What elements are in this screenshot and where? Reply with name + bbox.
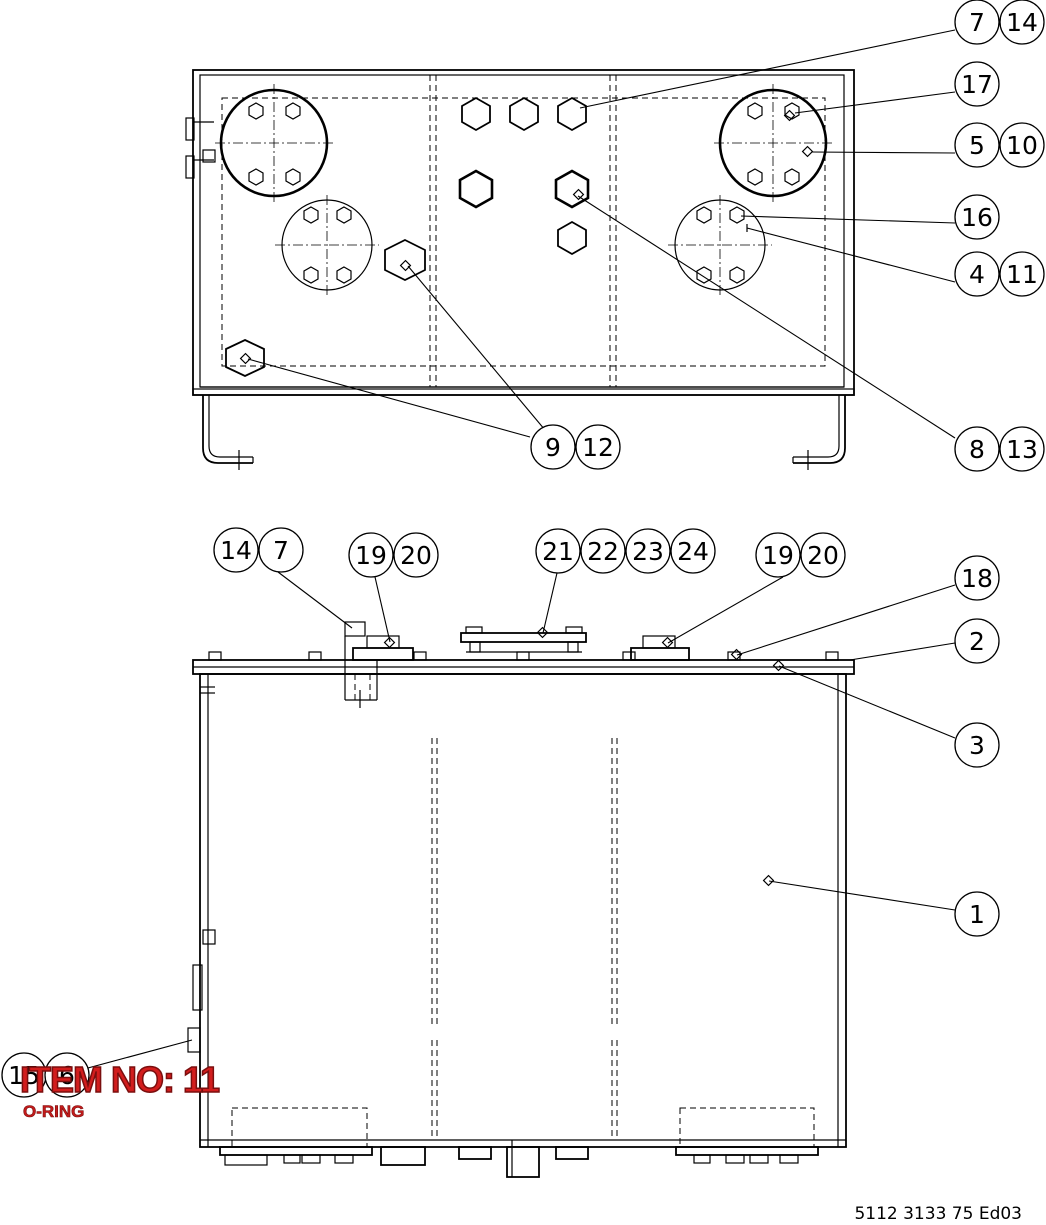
balloon-18: 18 [954,555,1000,601]
balloon-8-13: 8 13 [954,426,1045,472]
item-highlight: ITEM NO: 11 O-RING [19,1059,221,1122]
balloon-label: 9 [545,433,561,462]
balloon-label: 7 [969,8,985,37]
balloon-5-10: 5 10 [954,122,1045,168]
item-number-title: ITEM NO: 11 [19,1059,221,1101]
balloon-2: 2 [954,618,1000,664]
balloon-label: 4 [969,260,985,289]
balloon-label: 2 [969,627,985,656]
balloon-label: 16 [961,203,993,232]
balloon-label: 15 [8,1061,40,1090]
document-number: 5112 3133 75 Ed03 [854,1204,1022,1224]
balloon-label: 13 [1006,435,1038,464]
balloon-label: 24 [677,537,709,566]
balloon-1: 1 [954,891,1000,937]
balloon-label: 14 [220,536,252,565]
side-view [61,571,956,1178]
balloon-label: 8 [969,435,985,464]
balloon-label: 7 [273,536,289,565]
balloon-label: 11 [1006,260,1038,289]
top-view [185,29,956,470]
balloon-label: 17 [961,70,993,99]
balloon-17: 17 [954,61,1000,107]
balloon-label: 21 [542,537,574,566]
balloon-16: 16 [954,194,1000,240]
balloon-3: 3 [954,722,1000,768]
balloon-7-14: 7 14 [954,0,1045,45]
balloon-label: 19 [762,541,794,570]
balloon-label: 20 [400,541,432,570]
balloon-19-20-right: 19 20 [755,532,846,578]
item-description: O-RING [23,1102,85,1122]
balloon-14-7: 14 7 [213,527,304,573]
balloon-label: 23 [632,537,664,566]
balloon-label: 20 [807,541,839,570]
balloon-15-6: 15 6 [1,1052,90,1098]
balloon-9-12: 9 12 [530,424,621,470]
balloon-19-20-left: 19 20 [348,532,439,578]
balloon-4-11: 4 11 [954,251,1045,297]
balloon-label: 1 [969,900,985,929]
balloon-label: 6 [59,1061,75,1090]
balloon-label: 22 [587,537,619,566]
balloon-label: 18 [961,564,993,593]
balloon-label: 19 [355,541,387,570]
balloon-label: 5 [969,131,985,160]
balloon-label: 3 [969,731,985,760]
balloon-label: 10 [1006,131,1038,160]
balloon-label: 14 [1006,8,1038,37]
balloon-21-24: 21 22 23 24 [535,528,716,574]
balloon-label: 12 [582,433,614,462]
